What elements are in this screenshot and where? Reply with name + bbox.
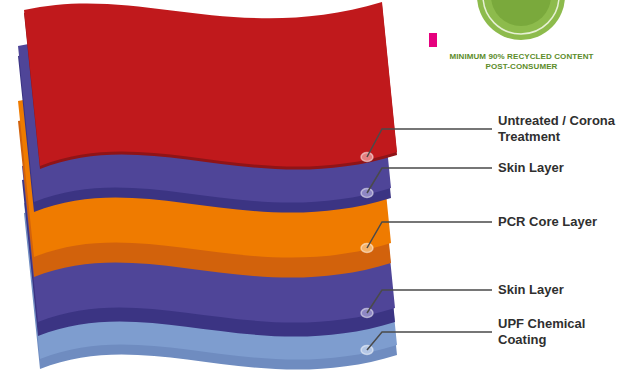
layer-label: Skin Layer (498, 282, 622, 298)
leader-lines (367, 129, 492, 350)
layer-label: Untreated / Corona Treatment (498, 113, 622, 145)
accent-mark (429, 33, 437, 47)
layer-dots (361, 153, 373, 355)
badge-caption: MINIMUM 90% RECYCLED CONTENT POST-CONSUM… (444, 52, 599, 72)
recycled-badge (477, 0, 565, 40)
layer-label: PCR Core Layer (498, 214, 622, 230)
film-layers (18, 2, 397, 370)
layer-label: Skin Layer (498, 160, 622, 176)
layer-label: UPF Chemical Coating (498, 316, 622, 348)
